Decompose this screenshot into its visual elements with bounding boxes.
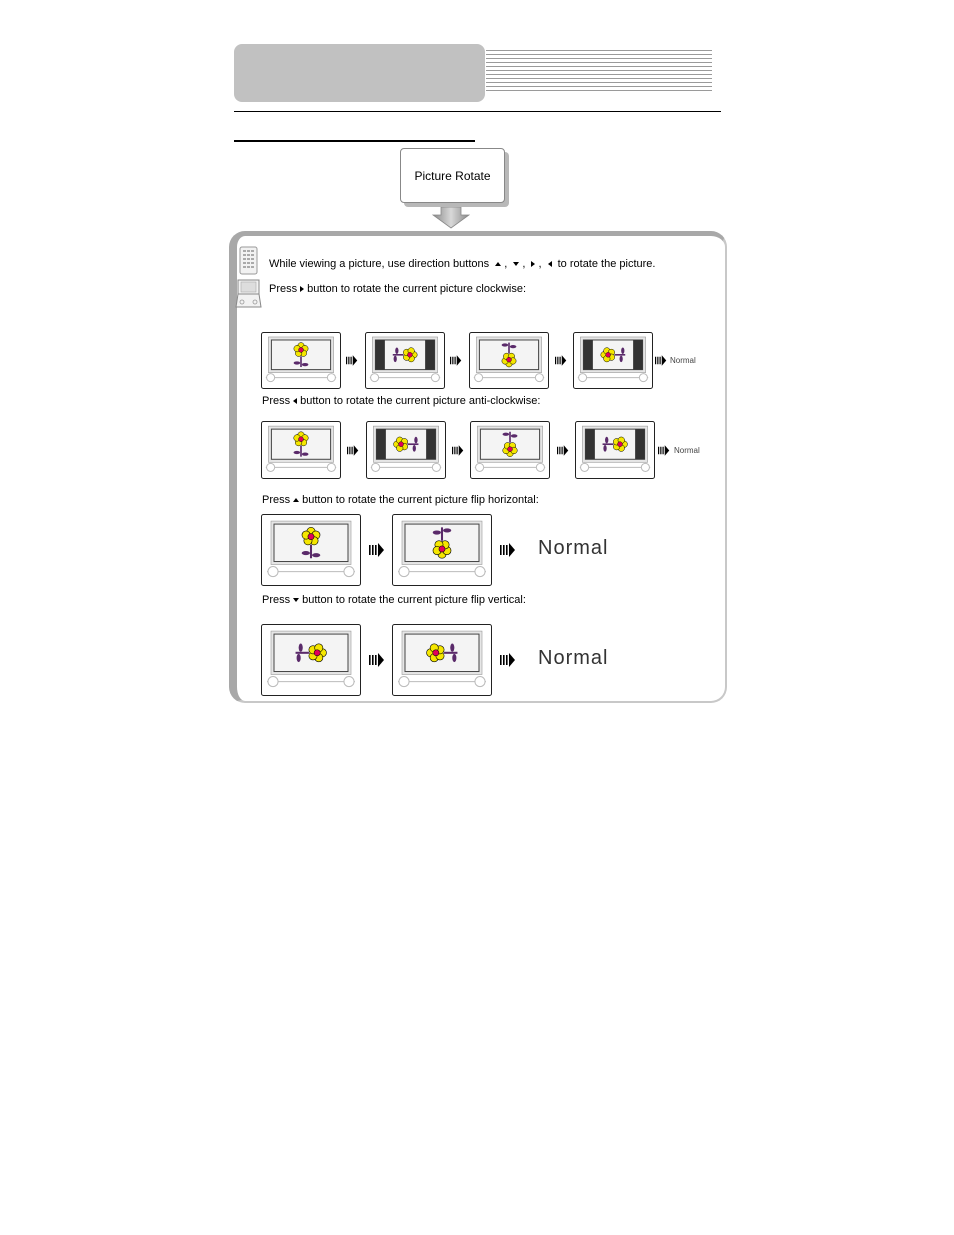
tv-picture-frame <box>469 332 549 389</box>
normal-label: Normal <box>670 356 696 365</box>
tv-picture-frame <box>392 624 492 696</box>
flower-picture-icon <box>501 342 517 368</box>
tv-picture-frame <box>261 514 361 586</box>
picture-rotate-menu-box: Picture Rotate <box>400 148 505 203</box>
striped-arrow-icon <box>450 355 462 366</box>
flower-picture-icon <box>293 431 309 457</box>
striped-arrow-icon <box>500 543 515 557</box>
section-rule <box>234 140 475 142</box>
down-arrow-icon <box>432 207 470 229</box>
instruction-panel <box>229 231 727 703</box>
striped-arrow-icon <box>557 445 569 456</box>
up-arrow-icon <box>495 262 502 267</box>
striped-arrow-icon <box>500 653 515 667</box>
remote-control-icon <box>239 246 258 275</box>
tv-picture-frame <box>261 624 361 696</box>
flower-picture-icon <box>602 436 628 452</box>
striped-arrow-icon <box>655 355 667 366</box>
flower-picture-icon <box>426 643 458 663</box>
striped-arrow-icon <box>369 543 384 557</box>
menu-label: Picture Rotate <box>414 168 491 183</box>
flower-picture-icon <box>301 527 321 559</box>
left-arrow-icon <box>547 261 552 268</box>
flower-picture-icon <box>432 527 452 559</box>
striped-arrow-icon <box>347 445 359 456</box>
right-arrow-icon <box>531 261 536 268</box>
tv-picture-frame <box>261 421 341 479</box>
flower-picture-icon <box>392 347 418 363</box>
intro-text: While viewing a picture, use direction b… <box>269 258 656 270</box>
flower-picture-icon <box>600 347 626 363</box>
header-rule <box>234 111 721 112</box>
striped-arrow-icon <box>555 355 567 366</box>
tv-picture-frame <box>575 421 655 479</box>
striped-arrow-icon <box>346 355 358 366</box>
tv-picture-frame <box>365 332 445 389</box>
right-arrow-icon <box>300 286 305 293</box>
striped-arrow-icon <box>658 445 670 456</box>
header-tab <box>234 44 485 102</box>
left-arrow-icon <box>293 398 298 405</box>
portable-player-icon <box>235 279 262 308</box>
flower-picture-icon <box>295 643 327 663</box>
normal-label: Normal <box>538 647 609 669</box>
tv-picture-frame <box>392 514 492 586</box>
flower-picture-icon <box>502 431 518 457</box>
tv-picture-frame <box>366 421 446 479</box>
flower-picture-icon <box>293 342 309 368</box>
tv-picture-frame <box>470 421 550 479</box>
tv-picture-frame <box>573 332 653 389</box>
striped-arrow-icon <box>452 445 464 456</box>
striped-arrow-icon <box>369 653 384 667</box>
normal-label: Normal <box>538 537 609 559</box>
tv-picture-frame <box>261 332 341 389</box>
flower-picture-icon <box>393 436 419 452</box>
normal-label: Normal <box>674 446 700 455</box>
up-arrow-icon <box>293 498 300 503</box>
down-arrow-icon <box>513 262 520 267</box>
down-arrow-icon <box>293 598 300 603</box>
header-lines <box>486 50 712 94</box>
